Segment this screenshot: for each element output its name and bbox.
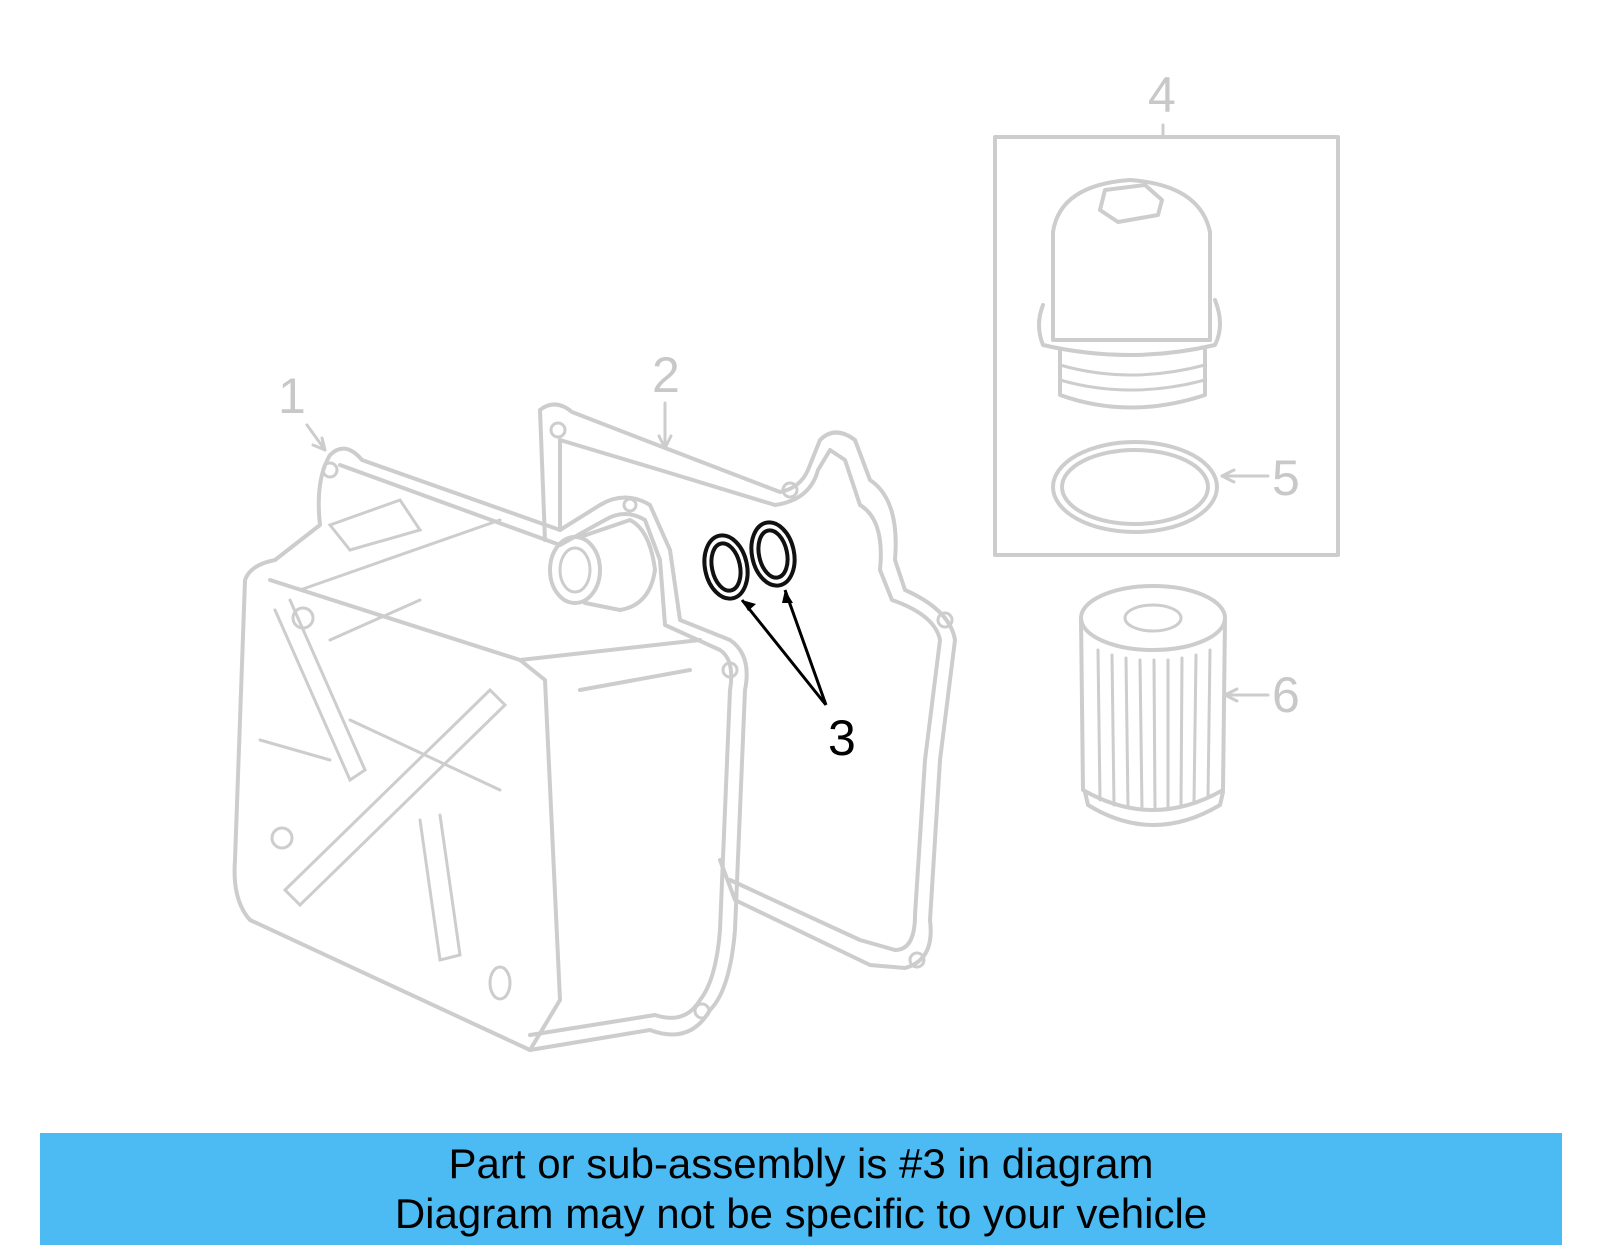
callout-1: 1	[278, 368, 306, 424]
info-banner: Part or sub-assembly is #3 in diagram Di…	[40, 1133, 1562, 1245]
callout-2: 2	[652, 347, 680, 403]
banner-line-1: Part or sub-assembly is #3 in diagram	[448, 1140, 1154, 1187]
callout-3: 3	[828, 710, 856, 766]
callout-5: 5	[1272, 450, 1300, 506]
o-rings-part-3	[702, 520, 797, 601]
oil-filter-part-6	[1079, 584, 1227, 827]
gasket-part-2	[538, 402, 957, 970]
callout-4: 4	[1148, 67, 1176, 123]
callout-6: 6	[1272, 667, 1300, 723]
parts-diagram: 1 2 3 4 5 6	[232, 67, 1340, 1052]
filter-cap-part-4	[993, 135, 1340, 557]
leader-lines	[305, 123, 1270, 706]
banner-line-2: Diagram may not be specific to your vehi…	[394, 1190, 1208, 1237]
oil-pan-part-1	[232, 446, 749, 1052]
filter-seal-part-5	[1051, 440, 1219, 534]
